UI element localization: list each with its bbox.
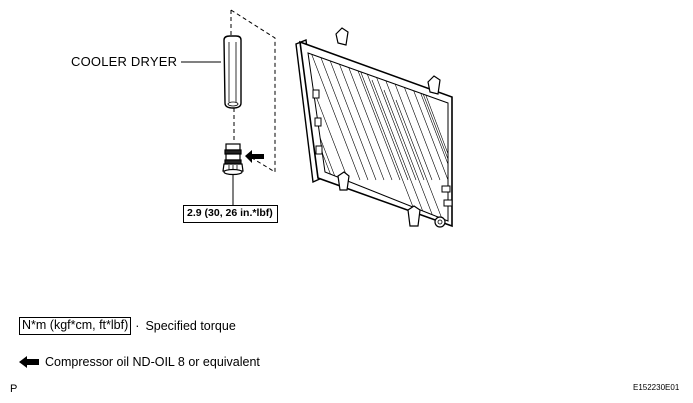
torque-legend: N*m (kgf*cm, ft*lbf) · Specified torque (19, 317, 236, 335)
cooler-dryer-cartridge (223, 35, 242, 109)
page-mark: P (10, 383, 18, 395)
compressor-oil-text: Compressor oil ND-OIL 8 or equivalent (45, 355, 260, 369)
unit-format-box: N*m (kgf*cm, ft*lbf) (19, 317, 132, 335)
figure-id: E152230E01 (633, 383, 680, 392)
cooler-dryer-label: COOLER DRYER (71, 54, 178, 69)
left-arrow-icon (19, 356, 39, 368)
left-arrow-icon (245, 150, 264, 163)
torque-spec-box: 2.9 (30, 26 in.*lbf) (183, 205, 278, 223)
condenser (295, 27, 453, 228)
assembly-guide-lines (230, 9, 276, 173)
cap-plug (222, 143, 244, 176)
oil-legend: Compressor oil ND-OIL 8 or equivalent (19, 355, 260, 369)
legend-separator: · (135, 318, 140, 333)
specified-torque-text: Specified torque (145, 318, 236, 333)
